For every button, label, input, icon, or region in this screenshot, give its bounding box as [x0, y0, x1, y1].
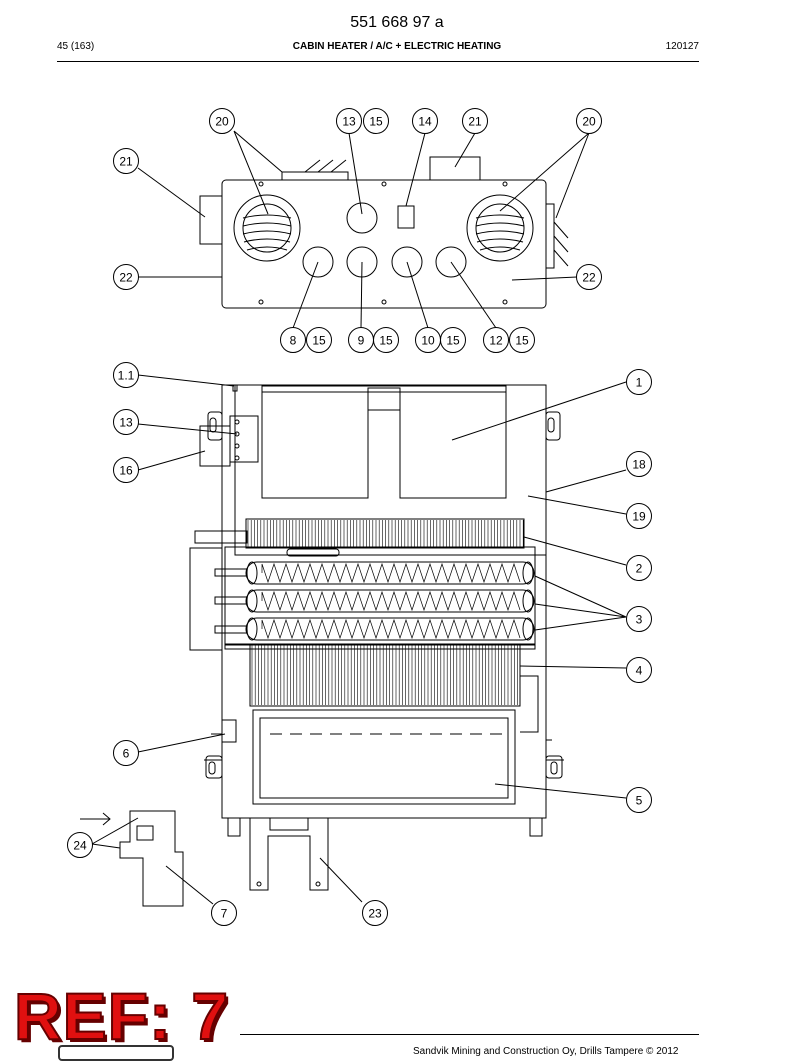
- footer-copyright: Sandvik Mining and Construction Oy, Dril…: [413, 1046, 679, 1057]
- element-end-cap: [522, 561, 534, 585]
- callout-c8: 8: [280, 327, 306, 353]
- callout-label: 15: [312, 334, 326, 348]
- callout-markers: 20 13 15 14 21 20 21 22 22 8 15 9 15 10 15 12 15 1.1 1 13 16…: [67, 108, 652, 926]
- callout-label: 9: [358, 334, 365, 348]
- callout-label: 19: [632, 510, 646, 524]
- header-divider: [57, 61, 699, 62]
- heating-coil: [261, 590, 521, 612]
- callout-c6: 6: [113, 740, 139, 766]
- callout-c22a: 22: [113, 264, 139, 290]
- callout-label: 10: [421, 334, 435, 348]
- callout-c16: 16: [113, 457, 139, 483]
- callout-c3: 3: [626, 606, 652, 632]
- callout-label: 6: [123, 747, 130, 761]
- callout-c1_1: 1.1: [113, 362, 139, 388]
- callout-c20b: 20: [576, 108, 602, 134]
- document-number: 551 668 97 a: [350, 14, 444, 31]
- callout-c15a: 15: [363, 108, 389, 134]
- element-end-cap: [246, 617, 258, 641]
- page-number: 45 (163): [57, 41, 95, 52]
- callout-label: 22: [582, 271, 596, 285]
- callout-c10: 10: [415, 327, 441, 353]
- heater-unit-body: [189, 384, 564, 837]
- callout-c9: 9: [348, 327, 374, 353]
- callout-label: 15: [379, 334, 393, 348]
- footer-divider: [240, 1034, 699, 1035]
- callout-c24: 24: [67, 832, 93, 858]
- callout-label: 12: [489, 334, 503, 348]
- ref-stamp: REF: 7: [13, 979, 230, 1053]
- mounting-bracket: [249, 817, 329, 891]
- fan-grille-right: [466, 194, 534, 262]
- callout-c14: 14: [412, 108, 438, 134]
- callout-label: 1: [636, 376, 643, 390]
- callout-c19: 19: [626, 503, 652, 529]
- callout-c15c: 15: [373, 327, 399, 353]
- callout-label: 24: [73, 839, 87, 853]
- fan-grille-left: [233, 194, 301, 262]
- callout-c2: 2: [626, 555, 652, 581]
- callout-label: 14: [418, 115, 432, 129]
- callout-c15d: 15: [440, 327, 466, 353]
- element-end-cap: [246, 589, 258, 613]
- callout-c7: 7: [211, 900, 237, 926]
- evaporator-fins: [247, 520, 524, 547]
- document-code: 120127: [665, 41, 699, 52]
- heating-coil: [261, 562, 521, 584]
- callout-c13b: 13: [113, 409, 139, 435]
- callout-c5: 5: [626, 787, 652, 813]
- heating-coil: [261, 618, 521, 640]
- callout-label: 21: [468, 115, 482, 129]
- element-end-cap: [522, 589, 534, 613]
- callout-c1: 1: [626, 369, 652, 395]
- callout-c4: 4: [626, 657, 652, 683]
- callout-c23: 23: [362, 900, 388, 926]
- callout-label: 15: [515, 334, 529, 348]
- callout-label: 21: [119, 155, 133, 169]
- callout-label: 5: [636, 794, 643, 808]
- callout-label: 13: [119, 416, 133, 430]
- callout-c12: 12: [483, 327, 509, 353]
- callout-c18: 18: [626, 451, 652, 477]
- heating-element: [245, 589, 535, 613]
- heater-front-panel: [199, 156, 569, 309]
- callout-label: 16: [119, 464, 133, 478]
- callout-label: 22: [119, 271, 133, 285]
- callout-c13a: 13: [336, 108, 362, 134]
- callout-label: 8: [290, 334, 297, 348]
- callout-label: 18: [632, 458, 646, 472]
- callout-label: 20: [582, 115, 596, 129]
- element-end-cap: [522, 617, 534, 641]
- callout-label: 15: [369, 115, 383, 129]
- callout-label: 7: [221, 907, 228, 921]
- element-end-cap: [246, 561, 258, 585]
- air-duct-part: [80, 810, 184, 907]
- callout-c15e: 15: [509, 327, 535, 353]
- callout-label: 3: [636, 613, 643, 627]
- heating-element: [245, 561, 535, 585]
- callout-label: 2: [636, 562, 643, 576]
- callout-label: 13: [342, 115, 356, 129]
- heating-element: [245, 617, 535, 641]
- callout-label: 20: [215, 115, 229, 129]
- callout-c20a: 20: [209, 108, 235, 134]
- page-title: CABIN HEATER / A/C + ELECTRIC HEATING: [292, 41, 502, 52]
- sandvik-logo: [58, 1045, 174, 1061]
- callout-c15b: 15: [306, 327, 332, 353]
- callout-c22b: 22: [576, 264, 602, 290]
- callout-c21b: 21: [113, 148, 139, 174]
- callout-label: 4: [636, 664, 643, 678]
- callout-label: 15: [446, 334, 460, 348]
- callout-label: 1.1: [118, 369, 135, 383]
- leader-lines: [91, 130, 627, 905]
- callout-label: 23: [368, 907, 382, 921]
- callout-c21a: 21: [462, 108, 488, 134]
